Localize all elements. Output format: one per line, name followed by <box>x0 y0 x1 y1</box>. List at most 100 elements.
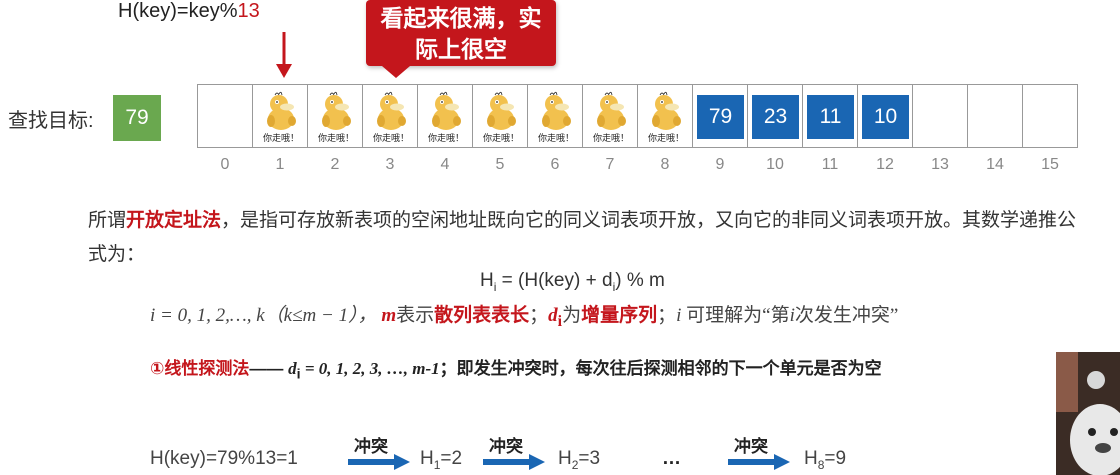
psyduck-icon <box>597 91 626 130</box>
h8-value: =9 <box>824 448 847 469</box>
psyduck-icon <box>432 91 461 130</box>
hash-slot: 你走哦！ <box>417 84 473 148</box>
mascot-icon <box>1056 352 1120 475</box>
duck-caption: 你走哦！ <box>647 133 684 143</box>
slot-index: 12 <box>876 156 894 173</box>
variable-definitions: i = 0, 1, 2,…, k（k≤m − 1）， m表示散列表表长；di为增… <box>150 300 898 331</box>
duck-caption: 你走哦！ <box>262 133 299 143</box>
h2-sub: 2 <box>571 457 579 472</box>
linear-probing-line: ①线性探测法—— di = 0, 1, 2, 3, …, m-1；即发生冲突时，… <box>150 354 882 382</box>
formula-mid: = (H(key) + d <box>496 270 613 291</box>
m-desc: 表示 <box>396 305 435 326</box>
slot-index: 8 <box>660 156 670 173</box>
callout-line-1: 看起来很满，实 <box>380 5 542 31</box>
h2-value: =3 <box>578 448 601 469</box>
hash-slot: 你走哦！ <box>307 84 363 148</box>
slot-index: 11 <box>821 156 839 173</box>
m-term: 散列表表长 <box>434 305 530 326</box>
formula-d-sub: i <box>612 279 616 294</box>
step-h8: H8=9 <box>804 448 846 472</box>
duck-caption: 你走哦！ <box>482 133 519 143</box>
formula-h-sub: i <box>493 279 497 294</box>
conflict-label: 冲突 <box>489 437 523 456</box>
slot-value: 11 <box>807 95 854 139</box>
i-desc: 可理解为“第 <box>681 305 790 326</box>
hash-slot <box>967 84 1023 148</box>
hash-slot: 你走哦！ <box>637 84 693 148</box>
hash-slot: 你走哦！ <box>582 84 638 148</box>
hash-modulus: 13 <box>237 0 260 22</box>
hash-formula-prefix: H(key)=key% <box>118 0 238 22</box>
psyduck-icon <box>377 91 406 130</box>
step-h1: H1=2 <box>420 448 462 472</box>
hash-slot <box>197 84 253 148</box>
h1-value: =2 <box>440 448 463 469</box>
callout-line-2: 际上很空 <box>415 36 507 62</box>
linear-dash: —— <box>249 359 284 378</box>
formula-h: H <box>480 270 494 291</box>
right-arrow-icon <box>483 454 545 470</box>
slot-value: 23 <box>752 95 799 139</box>
range-i: i = 0, 1, 2,…, k（k≤m − 1）， <box>150 305 382 326</box>
definition-paragraph: 所谓开放定址法，是指可存放新表项的空闲地址既向它的同义词表项开放，又向它的非同义… <box>88 204 1078 272</box>
right-arrow-icon <box>348 454 410 470</box>
var-d: d <box>548 305 558 326</box>
linear-probing-name: ①线性探测法 <box>150 359 250 378</box>
presenter-video-thumbnail <box>1056 352 1120 475</box>
target-value: 79 <box>113 95 161 141</box>
var-d-sub: i <box>557 312 563 330</box>
recurrence-formula: Hi = (H(key) + di) % m <box>480 270 665 294</box>
slot-index: 15 <box>1041 156 1059 173</box>
para-prefix: 所谓 <box>88 210 127 231</box>
d-desc: 为 <box>562 305 582 326</box>
conflict-arrow-2: 冲突 <box>483 432 545 472</box>
slot-value: 79 <box>697 95 744 139</box>
para-body: ，是指可存放新表项的空闲地址既向它的同义词表项开放，又向它的非同义词表项开放。其… <box>88 210 1077 265</box>
slot-index: 2 <box>330 156 340 173</box>
duck-caption: 你走哦！ <box>427 133 464 143</box>
psyduck-icon <box>487 91 516 130</box>
slot-index: 6 <box>550 156 560 173</box>
duck-caption: 你走哦！ <box>537 133 574 143</box>
duck-caption: 你走哦！ <box>317 133 354 143</box>
hash-slot: 你走哦！ <box>252 84 308 148</box>
sep-1: ； <box>529 305 549 326</box>
hash-slot: 你走哦！ <box>472 84 528 148</box>
step-h2: H2=3 <box>558 448 600 472</box>
callout-bubble: 看起来很满，实 际上很空 <box>366 0 556 66</box>
callout-tail <box>382 66 410 78</box>
linear-d-sub: i <box>296 366 301 383</box>
step-start: H(key)=79%13=1 <box>150 448 298 469</box>
hash-slot <box>912 84 968 148</box>
hash-slot: 10 <box>857 84 913 148</box>
hash-slot <box>1022 84 1078 148</box>
hash-slot: 你走哦！ <box>527 84 583 148</box>
psyduck-icon <box>267 91 296 130</box>
psyduck-icon <box>322 91 351 130</box>
psyduck-icon <box>542 91 571 130</box>
right-arrow-icon <box>728 454 790 470</box>
i-desc-2: 次发生冲突” <box>794 305 899 326</box>
hash-slot: 79 <box>692 84 748 148</box>
h1-symbol: H <box>420 448 434 469</box>
ellipsis: … <box>662 448 681 469</box>
h8-sub: 8 <box>817 457 825 472</box>
target-label: 查找目标: <box>8 110 94 132</box>
hash-slot: 你走哦！ <box>362 84 418 148</box>
down-arrow-icon <box>276 32 292 78</box>
duck-caption: 你走哦！ <box>592 133 629 143</box>
slot-index: 9 <box>715 156 725 173</box>
slot-index: 5 <box>495 156 505 173</box>
slot-index: 14 <box>986 156 1004 173</box>
slot-index: 0 <box>220 156 230 173</box>
var-m: m <box>381 305 397 326</box>
duck-caption: 你走哦！ <box>372 133 409 143</box>
linear-desc: ；即发生冲突时，每次往后探测相邻的下一个单元是否为空 <box>439 359 882 378</box>
conflict-arrow-1: 冲突 <box>348 432 410 472</box>
conflict-arrow-3: 冲突 <box>728 432 790 472</box>
formula-end: ) % m <box>615 270 665 291</box>
slot-index: 1 <box>275 156 285 173</box>
psyduck-icon <box>652 91 681 130</box>
